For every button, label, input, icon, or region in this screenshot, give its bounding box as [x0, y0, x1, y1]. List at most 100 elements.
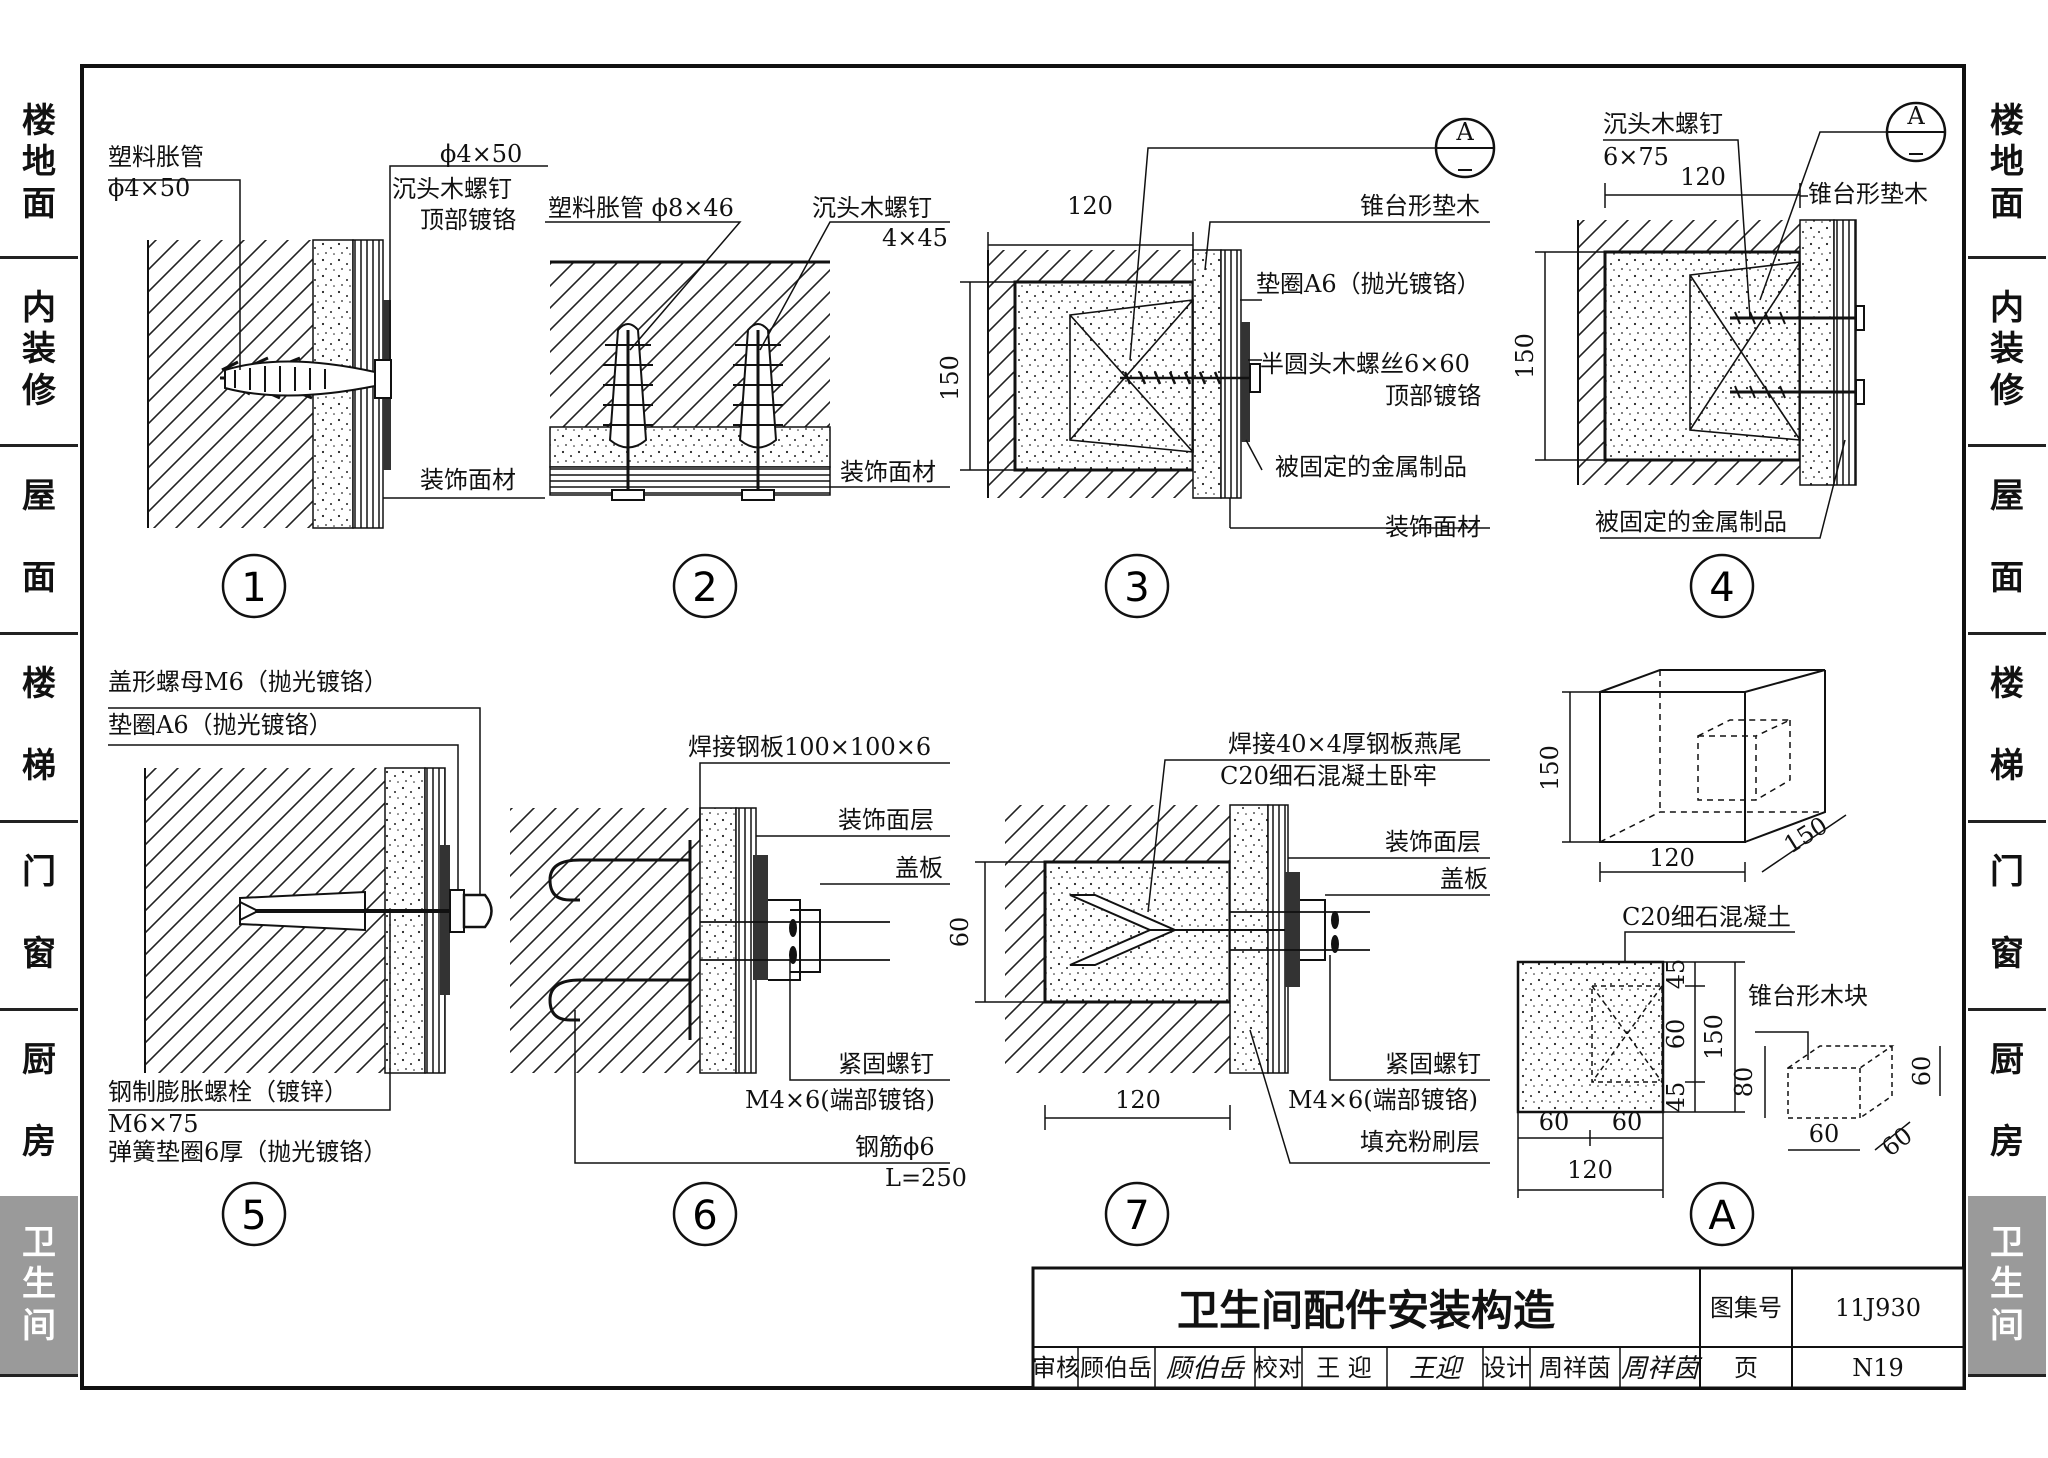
chapter-tab[interactable]: 卫生间 [0, 1196, 78, 1377]
d7-filler-label: 填充粉刷层 [1360, 1128, 1480, 1156]
dA-box-depth: 150 [1779, 811, 1833, 859]
d1-screw-finish: 顶部镀铬 [420, 206, 516, 234]
chapter-tab[interactable]: 屋面 [1968, 444, 2046, 635]
d5-bolt-label: 钢制膨胀螺栓（镀锌） [108, 1078, 348, 1106]
detail-5: 盖形螺母M6（抛光镀铬） 垫圈A6（抛光镀铬） 钢制膨胀螺栓（镀锌） M6×75… [108, 668, 493, 1247]
chapter-tab-char: 卫 [22, 1222, 56, 1263]
detail-7: 60 120 焊接40×4厚钢板燕尾 C20细石混凝土卧牢 装饰面层 盖板 紧固… [946, 730, 1490, 1247]
d5-bolt-size: M6×75 [108, 1110, 199, 1138]
chapter-tab[interactable]: 楼地面 [1968, 70, 2046, 259]
d7-setscrew-size: M4×6(端部镀铬) [1288, 1086, 1478, 1114]
d6-plate-label: 焊接钢板100×100×6 [688, 733, 931, 761]
dA-block-depth: 60 [1876, 1121, 1917, 1162]
chapter-tab-char: 内 [1990, 287, 2024, 328]
chapter-tab-char: 楼 [22, 100, 56, 141]
dA-bottom-60-left: 60 [1539, 1108, 1570, 1136]
d3-screw-label: 半圆头木螺丝6×60 [1260, 350, 1470, 378]
chapter-tab[interactable]: 厨房 [1968, 1008, 2046, 1199]
dA-block-top: 60 [1908, 1056, 1936, 1087]
chapter-tab[interactable]: 屋面 [0, 444, 78, 635]
atlas-label: 图集号 [1710, 1294, 1782, 1322]
chapter-tab-char: 房 [22, 1122, 56, 1162]
detail-4: 120 150 A 沉头木螺钉 6×75 锥台形垫木 被固定的金属制品 4 [1511, 101, 1947, 619]
dA-number: A [1708, 1193, 1736, 1239]
chapter-tab-char: 内 [22, 287, 56, 328]
dA-concrete-label: C20细石混凝土 [1622, 903, 1791, 931]
d1-pipe-size: ϕ4×50 [108, 174, 190, 202]
d7-setscrew-label: 紧固螺钉 [1385, 1050, 1481, 1078]
d4-wood-label: 锥台形垫木 [1808, 180, 1928, 208]
dA-box-width: 120 [1649, 844, 1695, 872]
designer-signature: 周祥茵 [1621, 1354, 1703, 1384]
dA-block-width: 60 [1809, 1120, 1840, 1148]
chapter-tab-char: 面 [1990, 183, 2024, 224]
chapter-tab-char: 间 [1990, 1305, 2024, 1346]
d3-metal-label: 被固定的金属制品 [1275, 453, 1467, 481]
chapter-tab-char: 装 [1990, 329, 2024, 370]
designer-name: 周祥茵 [1539, 1354, 1611, 1382]
d4-dim-width: 120 [1680, 163, 1726, 191]
chapter-tab-char: 修 [1990, 370, 2024, 411]
d7-plate-label: 焊接40×4厚钢板燕尾 [1228, 730, 1462, 758]
dA-dim-45-bottom: 45 [1662, 1082, 1690, 1113]
design-label: 设计 [1482, 1354, 1530, 1382]
chapter-tab-char: 面 [22, 558, 56, 598]
chapter-tab[interactable]: 门窗 [1968, 820, 2046, 1011]
chapter-tab-char: 生 [1990, 1264, 2024, 1305]
chapter-tab[interactable]: 内装修 [0, 256, 78, 447]
chapter-tab-char: 间 [22, 1305, 56, 1346]
detail-6: 焊接钢板100×100×6 装饰面层 盖板 紧固螺钉 M4×6(端部镀铬) 钢筋… [510, 733, 967, 1247]
d1-pipe-label: 塑料胀管 [108, 143, 204, 171]
dA-block-height: 80 [1730, 1067, 1758, 1098]
dA-bottom-60-right: 60 [1612, 1108, 1643, 1136]
dA-dim-150: 150 [1700, 1014, 1728, 1060]
chapter-tab-char: 面 [1990, 558, 2024, 598]
title-block: 卫生间配件安装构造 图集号 11J930 审核 顾伯岳 顾伯岳 校对 王 迎 王… [1031, 1266, 1966, 1390]
chapter-tab-char: 楼 [1990, 664, 2024, 705]
chapter-tab[interactable]: 楼梯 [0, 632, 78, 823]
chapter-tab-char: 房 [1990, 1122, 2024, 1162]
chapter-tab-char: 窗 [1990, 934, 2024, 974]
dA-bottom-120: 120 [1567, 1156, 1613, 1184]
chapter-tab-char: 屋 [1990, 476, 2024, 517]
d6-setscrew-label: 紧固螺钉 [838, 1050, 934, 1078]
chapter-tab-char: 面 [22, 183, 56, 224]
d3-number: 3 [1124, 565, 1149, 611]
d7-number: 7 [1124, 1193, 1149, 1239]
d5-number: 5 [241, 1193, 266, 1239]
dA-box-height: 150 [1536, 745, 1564, 791]
chapter-tab-char: 楼 [22, 664, 56, 705]
d2-screw-size: 4×45 [882, 224, 948, 252]
chapter-tab-char: 地 [22, 142, 56, 183]
d2-number: 2 [692, 565, 717, 611]
d6-number: 6 [692, 1193, 717, 1239]
chapter-tab[interactable]: 门窗 [0, 820, 78, 1011]
chapter-tab-char: 卫 [1990, 1222, 2024, 1263]
checker-name: 王 迎 [1316, 1354, 1372, 1382]
d2-anchor-right [733, 323, 783, 501]
detail-2: 塑料胀管 ϕ8×46 沉头木螺钉 4×45 装饰面材 2 [545, 194, 950, 619]
reviewer-name: 顾伯岳 [1080, 1354, 1152, 1382]
chapter-tab[interactable]: 楼梯 [1968, 632, 2046, 823]
svg-text:A: A [1906, 102, 1925, 130]
reviewer-signature: 顾伯岳 [1166, 1354, 1246, 1384]
d4-number: 4 [1709, 565, 1734, 611]
d3-wood-label: 锥台形垫木 [1360, 192, 1480, 220]
d1-number-circle [221, 553, 287, 619]
d6-setscrew-size: M4×6(端部镀铬) [745, 1086, 935, 1114]
chapter-tab[interactable]: 楼地面 [0, 70, 78, 259]
d1-screw-size: ϕ4×50 [440, 140, 522, 168]
d3-face-label: 装饰面材 [1385, 513, 1481, 541]
svg-text:A: A [1455, 118, 1474, 146]
d7-dim-height: 60 [946, 917, 974, 948]
review-label: 审核 [1032, 1354, 1080, 1382]
d3-dim-width: 120 [1067, 192, 1113, 220]
detail-A: 150 120 150 C20细石混凝土 45 60 45 150 60 60 … [1516, 669, 1941, 1247]
check-label: 校对 [1254, 1354, 1302, 1382]
dA-block-label: 锥台形木块 [1748, 982, 1868, 1010]
chapter-tab[interactable]: 卫生间 [1968, 1196, 2046, 1377]
d3-washer-label: 垫圈A6（抛光镀铬） [1256, 270, 1481, 298]
d4-screw-size: 6×75 [1603, 143, 1669, 171]
chapter-tab[interactable]: 内装修 [1968, 256, 2046, 447]
d4-metal-label: 被固定的金属制品 [1595, 508, 1787, 536]
